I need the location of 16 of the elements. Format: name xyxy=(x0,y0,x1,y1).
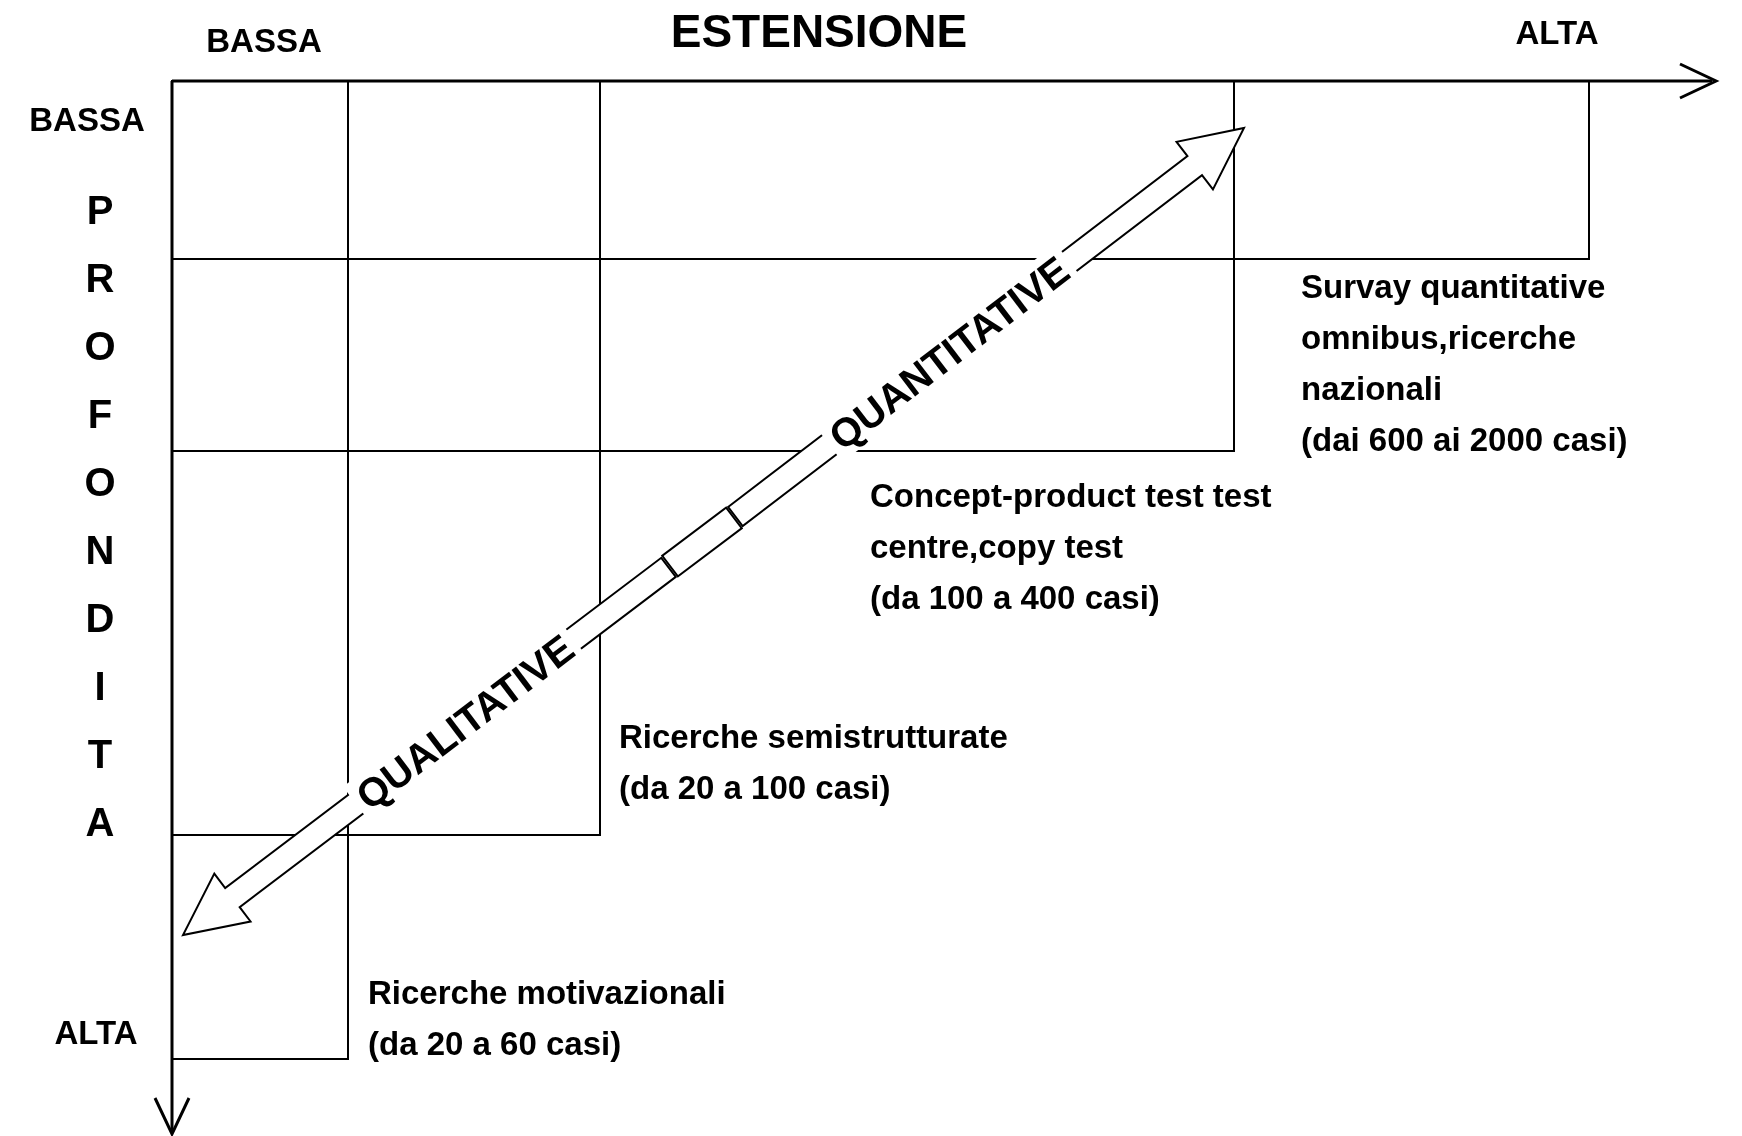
research-type-text: Concept-product test test centre,copy test xyxy=(870,476,1273,567)
research-type-text: Ricerche semistrutturate xyxy=(619,717,1008,757)
range-rectangle xyxy=(171,80,1628,458)
range-rectangle xyxy=(171,80,1272,616)
case-count-text: (dai 600 ai 2000 casi) xyxy=(1301,420,1628,460)
axis-level-label: ALTA xyxy=(54,1014,138,1052)
case-count-text: (da 100 a 400 casi) xyxy=(870,578,1160,618)
case-count-text: (da 20 a 100 casi) xyxy=(619,768,891,808)
axis-title: ESTENSIONE xyxy=(670,4,968,58)
research-type-text: Ricerche motivazionali xyxy=(368,973,726,1013)
case-count-text: (da 20 a 60 casi) xyxy=(368,1024,622,1064)
axis-level-label: ALTA xyxy=(1515,14,1599,52)
axis-title: PROFONDITA xyxy=(78,188,122,868)
axis-level-label: BASSA xyxy=(206,22,322,60)
axis-level-label: BASSA xyxy=(29,101,145,139)
research-type-text: Survay quantitative omnibus,ricerche nazionali xyxy=(1301,267,1607,409)
